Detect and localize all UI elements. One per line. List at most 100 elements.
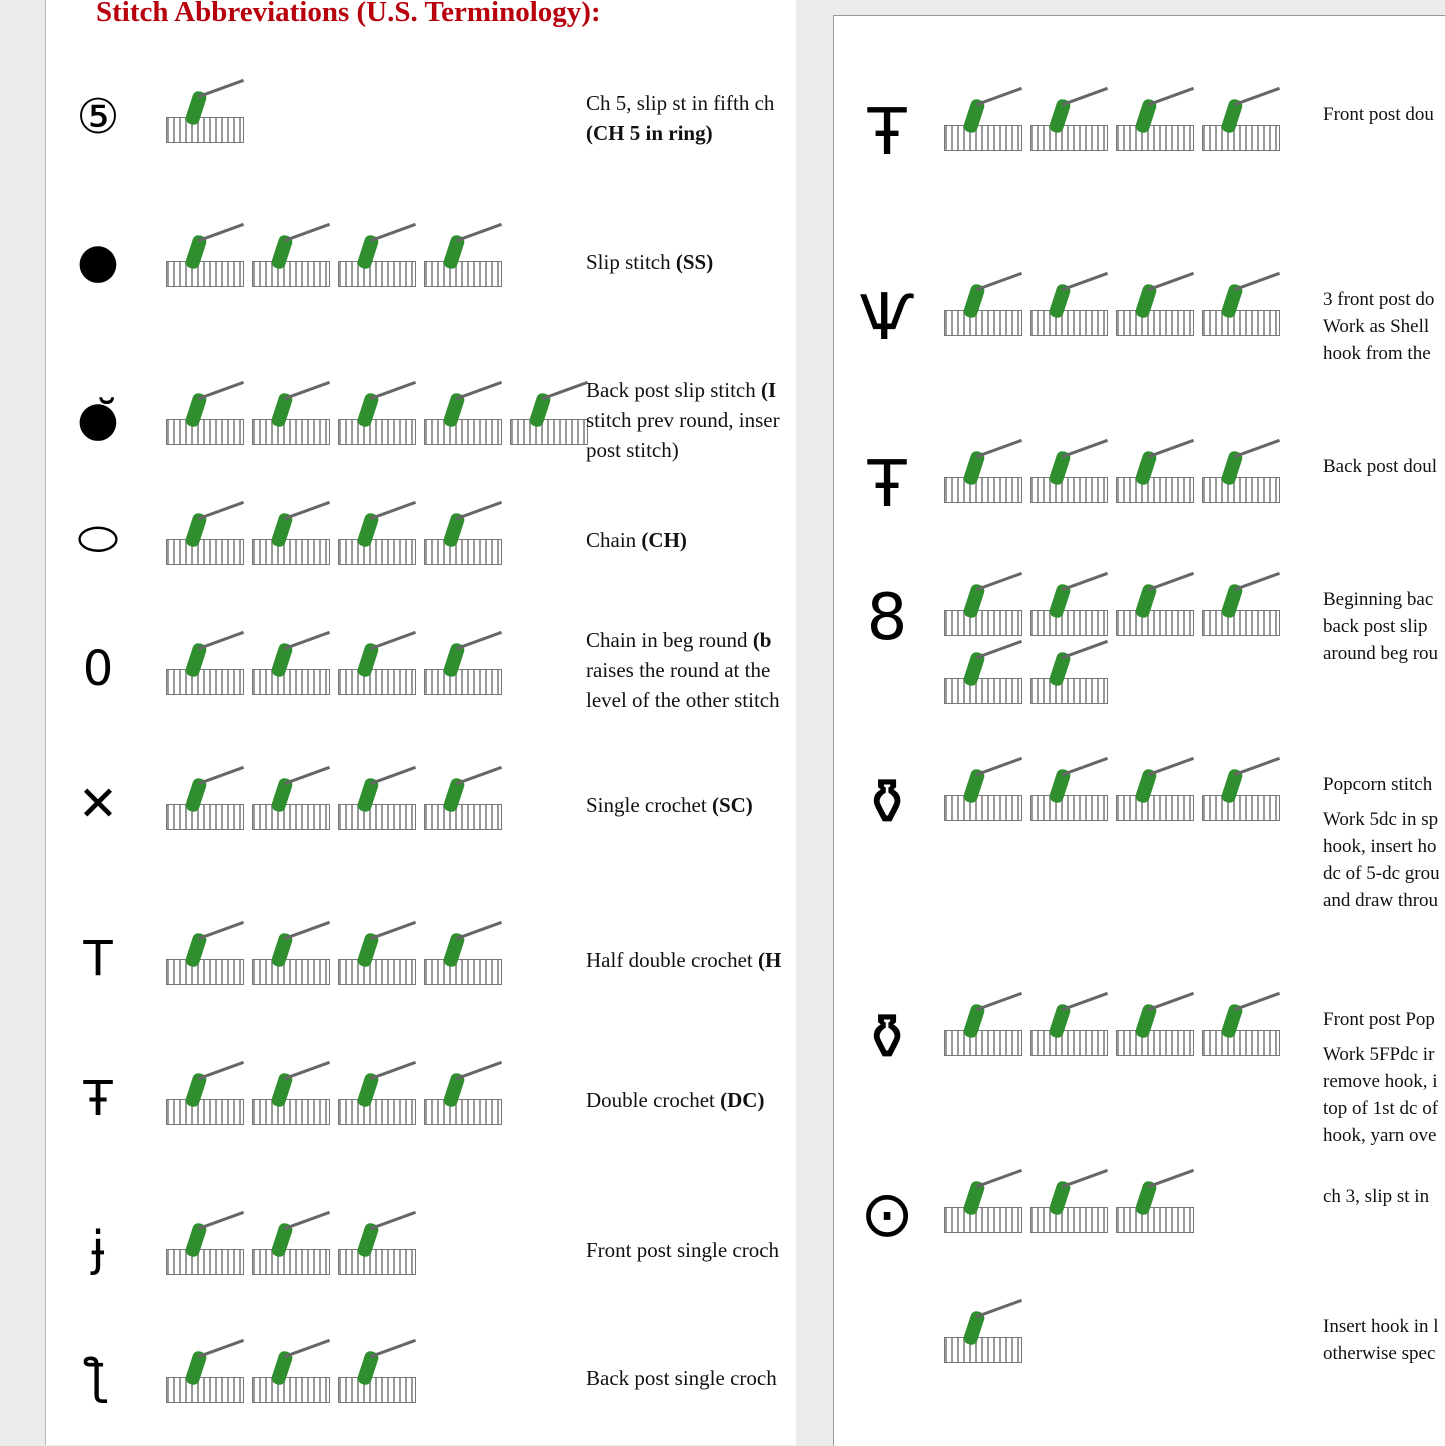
abbreviation: (H bbox=[758, 948, 782, 972]
description-text: Back post single croch bbox=[586, 1366, 777, 1390]
crochet-hook bbox=[370, 1338, 417, 1359]
stitch-description: Back post doul bbox=[1323, 453, 1445, 480]
front-post-popcorn-icon: ⚱ bbox=[860, 1001, 914, 1075]
fabric-rows bbox=[166, 117, 244, 143]
fabric-rows bbox=[338, 1099, 416, 1125]
crochet-hook bbox=[198, 222, 245, 243]
description-text: Front post Pop bbox=[1323, 1009, 1435, 1030]
crochet-hook bbox=[1148, 991, 1195, 1012]
description-text: otherwise spec bbox=[1323, 1343, 1436, 1364]
stitch-description: Half double crochet (H bbox=[586, 945, 796, 975]
crochet-hook bbox=[370, 630, 417, 651]
description-text: hook, insert ho bbox=[1323, 836, 1437, 857]
stitch-description: Slip stitch (SS) bbox=[586, 247, 796, 277]
fabric-rows bbox=[424, 1099, 502, 1125]
abbreviation: (SC) bbox=[711, 793, 753, 817]
stitch-description: Ch 5, slip st in fifth ch(CH 5 in ring) bbox=[586, 88, 796, 148]
stitch-step-figure bbox=[1030, 756, 1109, 821]
crochet-hook bbox=[1062, 571, 1109, 592]
crochet-hook bbox=[198, 380, 245, 401]
stitch-step-figure bbox=[944, 271, 1023, 336]
fabric-rows bbox=[166, 1377, 244, 1403]
stitch-step-figure bbox=[1116, 756, 1195, 821]
crochet-hook bbox=[1062, 756, 1109, 777]
crochet-hook bbox=[284, 500, 331, 521]
stitch-illustration bbox=[944, 1168, 1284, 1233]
stitch-description: Back post single croch bbox=[586, 1363, 796, 1393]
fabric-rows bbox=[1030, 678, 1108, 704]
stitch-step-figure bbox=[424, 920, 503, 985]
fabric-rows bbox=[424, 261, 502, 287]
three-front-post-dc-shell-icon: Ѱ bbox=[859, 281, 915, 355]
crochet-hook bbox=[976, 756, 1023, 777]
left-page: Stitch Abbreviations (U.S. Terminology):… bbox=[45, 0, 796, 1445]
back-post-slip-stitch-icon: ●̆ bbox=[77, 391, 119, 447]
stitch-illustration bbox=[944, 991, 1284, 1056]
stitch-step-figure bbox=[252, 920, 331, 985]
crochet-hook bbox=[370, 500, 417, 521]
stitch-step-figure bbox=[252, 500, 331, 565]
stitch-step-figure bbox=[252, 1210, 331, 1275]
description-text: Ch 5, slip st in fifth ch bbox=[586, 91, 775, 115]
crochet-hook bbox=[1062, 271, 1109, 292]
page-title: Stitch Abbreviations (U.S. Terminology): bbox=[96, 0, 601, 28]
crochet-hook bbox=[198, 1060, 245, 1081]
crochet-hook bbox=[198, 630, 245, 651]
stitch-step-figure bbox=[1030, 571, 1109, 636]
crochet-hook bbox=[284, 920, 331, 941]
description-text: Double crochet bbox=[586, 1088, 721, 1112]
crochet-hook bbox=[1148, 86, 1195, 107]
crochet-hook bbox=[1062, 639, 1109, 660]
fabric-rows bbox=[252, 261, 330, 287]
stitch-illustration bbox=[166, 765, 503, 830]
crochet-hook bbox=[1148, 756, 1195, 777]
stitch-step-figure bbox=[1116, 86, 1195, 151]
fabric-rows bbox=[1202, 477, 1280, 503]
stitch-step-figure bbox=[424, 765, 503, 830]
crochet-hook bbox=[370, 380, 417, 401]
fabric-rows bbox=[1116, 795, 1194, 821]
description-text: remove hook, i bbox=[1323, 1071, 1438, 1092]
description-text: top of 1st dc of bbox=[1323, 1098, 1439, 1119]
fabric-rows bbox=[944, 678, 1022, 704]
stitch-step-figure bbox=[1116, 271, 1195, 336]
front-post-double-crochet-icon: Ŧ bbox=[867, 96, 907, 170]
description-text: hook from the bbox=[1323, 343, 1431, 364]
crochet-hook bbox=[1062, 86, 1109, 107]
stitch-step-figure bbox=[166, 1060, 245, 1125]
stitch-step-figure bbox=[424, 380, 503, 445]
stitch-step-figure bbox=[166, 78, 245, 143]
description-text: Back post slip stitch bbox=[586, 378, 761, 402]
stitch-step-figure bbox=[1202, 86, 1281, 151]
abbreviation: (I bbox=[761, 378, 777, 402]
fabric-rows bbox=[338, 669, 416, 695]
crochet-hook bbox=[1148, 1168, 1195, 1189]
fabric-rows bbox=[252, 1377, 330, 1403]
stitch-step-figure bbox=[166, 1338, 245, 1403]
stitch-step-figure bbox=[1116, 438, 1195, 503]
fabric-rows bbox=[252, 804, 330, 830]
crochet-hook bbox=[198, 1210, 245, 1231]
stitch-step-figure bbox=[424, 1060, 503, 1125]
crochet-hook bbox=[370, 1060, 417, 1081]
fabric-rows bbox=[944, 1207, 1022, 1233]
chain-icon: ⬭ bbox=[77, 511, 119, 567]
stitch-description: Chain (CH) bbox=[586, 525, 796, 555]
stitch-step-figure bbox=[944, 756, 1023, 821]
fabric-rows bbox=[338, 1377, 416, 1403]
crochet-hook bbox=[1234, 271, 1281, 292]
stitch-step-figure bbox=[252, 630, 331, 695]
fabric-rows bbox=[166, 669, 244, 695]
abbreviation: (CH) bbox=[641, 528, 687, 552]
half-double-crochet-icon: T bbox=[83, 931, 113, 987]
crochet-hook bbox=[284, 222, 331, 243]
stitch-illustration bbox=[166, 222, 503, 287]
fabric-rows bbox=[1202, 795, 1280, 821]
crochet-hook bbox=[1234, 86, 1281, 107]
fabric-rows bbox=[166, 261, 244, 287]
crochet-hook bbox=[1234, 571, 1281, 592]
fabric-rows bbox=[166, 419, 244, 445]
crochet-hook bbox=[284, 380, 331, 401]
